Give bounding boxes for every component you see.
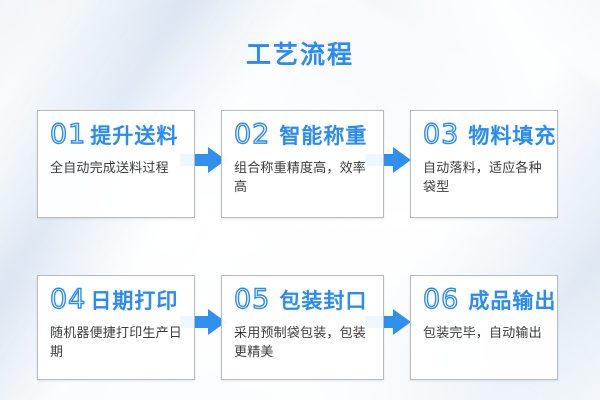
step-desc-05: 采用预制袋包装，包装更精美 xyxy=(234,326,367,361)
step-card-01[interactable]: 01 提升送料 全自动完成送料过程 xyxy=(37,110,195,218)
step-number-04: 04 xyxy=(49,284,87,315)
step-card-02-header: 02 智能称重 xyxy=(233,119,371,150)
step-title-06: 成品输出 xyxy=(468,289,557,313)
step-card-05-header: 05 包装封口 xyxy=(233,284,371,315)
step-title-05: 包装封口 xyxy=(279,289,368,313)
arrow-step2-to-step3-icon xyxy=(365,147,411,173)
step-card-06-header: 06 成品输出 xyxy=(422,284,555,315)
step-card-05[interactable]: 05 包装封口 采用预制袋包装，包装更精美 xyxy=(221,275,384,380)
step-card-04-header: 04 日期打印 xyxy=(49,284,182,315)
step-card-04[interactable]: 04 日期打印 随机器便捷打印生产日期 xyxy=(37,275,195,380)
step-title-04: 日期打印 xyxy=(90,289,179,313)
step-number-01: 01 xyxy=(49,119,87,150)
step-card-01-header: 01 提升送料 xyxy=(49,119,182,150)
step-card-03[interactable]: 03 物料填充 自动落料，适应各种袋型 xyxy=(410,110,558,218)
step-number-05: 05 xyxy=(233,284,271,315)
page-title: 工艺流程 xyxy=(245,40,354,69)
arrow-step5-to-step6-icon xyxy=(365,309,411,335)
step-number-06: 06 xyxy=(422,284,460,315)
step-card-02[interactable]: 02 智能称重 组合称重精度高，效率高 xyxy=(221,110,384,218)
step-desc-02: 组合称重精度高，效率高 xyxy=(234,161,367,196)
step-card-06[interactable]: 06 成品输出 包装完毕，自动输出 xyxy=(410,275,558,380)
step-desc-01: 全自动完成送料过程 xyxy=(50,161,169,177)
step-number-03: 03 xyxy=(422,119,460,150)
step-title-02: 智能称重 xyxy=(279,124,368,148)
arrow-step4-to-step5-icon xyxy=(180,309,226,335)
step-number-02: 02 xyxy=(233,119,271,150)
step-desc-06: 包装完毕，自动输出 xyxy=(423,326,542,342)
step-title-03: 物料填充 xyxy=(468,124,557,148)
arrow-step1-to-step2-icon xyxy=(180,147,226,173)
step-desc-03: 自动落料，适应各种袋型 xyxy=(423,161,542,196)
step-card-03-header: 03 物料填充 xyxy=(422,119,555,150)
step-title-01: 提升送料 xyxy=(90,124,179,148)
step-desc-04: 随机器便捷打印生产日期 xyxy=(50,326,183,361)
